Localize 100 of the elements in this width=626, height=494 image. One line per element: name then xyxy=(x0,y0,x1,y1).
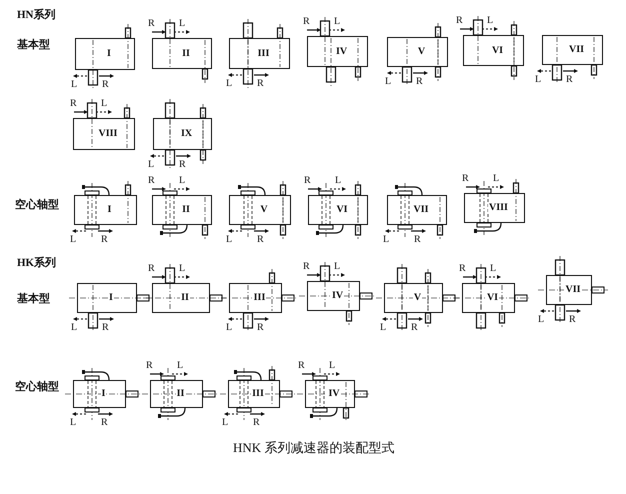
type-numeral: I xyxy=(108,293,114,303)
gearbox-housing xyxy=(307,36,368,67)
gearbox-housing xyxy=(229,283,282,313)
direction-letter: R xyxy=(569,315,576,325)
gearbox-housing xyxy=(463,35,524,66)
type-numeral: I xyxy=(106,49,112,59)
direction-letter: L xyxy=(487,16,494,26)
type-numeral: I xyxy=(106,205,112,215)
type-numeral: VII xyxy=(412,205,430,215)
direction-letter: R xyxy=(148,264,155,274)
direction-letter: L xyxy=(329,361,336,371)
direction-letter: R xyxy=(414,235,421,245)
type-numeral: II xyxy=(176,389,186,399)
direction-letter: R xyxy=(70,99,77,109)
gearbox-housing xyxy=(152,195,212,225)
direction-letter: L xyxy=(222,418,228,428)
type-numeral: V xyxy=(259,205,269,215)
direction-letter: L xyxy=(335,176,342,186)
type-numeral: II xyxy=(181,48,191,58)
gearbox-housing xyxy=(152,38,212,69)
type-numeral: II xyxy=(180,293,190,303)
gearbox-housing xyxy=(387,195,447,225)
type-numeral: V xyxy=(416,47,426,57)
direction-letter: R xyxy=(148,19,155,29)
direction-letter: R xyxy=(148,176,155,186)
direction-letter: L xyxy=(538,315,544,325)
type-numeral: VII xyxy=(564,285,582,295)
direction-letter: R xyxy=(303,17,310,27)
direction-letter: L xyxy=(148,160,154,170)
direction-letter: L xyxy=(493,174,500,184)
direction-letter: R xyxy=(462,174,469,184)
direction-letter: L xyxy=(101,99,108,109)
direction-letter: L xyxy=(380,323,386,333)
type-numeral: VI xyxy=(335,205,349,215)
type-numeral: VIII xyxy=(98,129,118,139)
direction-letter: R xyxy=(101,418,108,428)
type-numeral: IX xyxy=(180,129,194,139)
type-numeral: IV xyxy=(327,389,341,399)
direction-letter: R xyxy=(257,235,264,245)
direction-letter: R xyxy=(257,79,264,89)
gearbox-housing xyxy=(74,195,137,225)
gearbox-housing xyxy=(150,380,203,408)
direction-letter: L xyxy=(71,80,78,90)
direction-letter: L xyxy=(385,77,392,87)
gearbox-housing xyxy=(152,283,210,313)
gearbox-housing xyxy=(75,38,135,70)
direction-letter: R xyxy=(304,176,311,186)
type-numeral: IV xyxy=(330,291,344,301)
gearbox-housing xyxy=(305,380,355,408)
direction-letter: R xyxy=(566,75,573,85)
direction-letter: R xyxy=(102,323,109,333)
direction-letter: L xyxy=(535,75,542,85)
gearbox-housing xyxy=(307,281,360,311)
type-numeral: III xyxy=(252,293,266,303)
gearbox-housing xyxy=(308,195,368,225)
type-numeral: VI xyxy=(486,293,500,303)
direction-letter: R xyxy=(257,323,264,333)
section-heading: 基本型 xyxy=(17,40,50,51)
gearbox-housing xyxy=(153,118,212,150)
type-numeral: VIII xyxy=(488,203,509,213)
direction-letter: R xyxy=(459,264,466,274)
direction-letter: R xyxy=(411,323,418,333)
direction-letter: L xyxy=(383,235,390,245)
gearbox-housing xyxy=(462,283,515,313)
type-numeral: VII xyxy=(568,45,585,55)
direction-letter: L xyxy=(70,418,76,428)
direction-letter: L xyxy=(177,361,184,371)
direction-letter: L xyxy=(226,79,232,89)
gearbox-housing xyxy=(542,35,603,65)
gearbox-housing xyxy=(229,195,291,225)
gearbox-housing xyxy=(464,193,525,223)
type-numeral: VI xyxy=(490,46,504,56)
direction-letter: L xyxy=(70,235,76,245)
type-numeral: IV xyxy=(334,46,348,56)
section-heading: 空心轴型 xyxy=(15,382,59,393)
type-numeral: V xyxy=(412,293,422,303)
section-heading: HN系列 xyxy=(17,10,56,21)
direction-letter: R xyxy=(253,418,260,428)
section-heading: 基本型 xyxy=(17,294,50,305)
direction-letter: L xyxy=(226,235,232,245)
gearbox-housing xyxy=(228,380,280,408)
direction-letter: R xyxy=(102,80,109,90)
direction-letter: L xyxy=(334,17,340,27)
gearbox-housing xyxy=(229,38,290,69)
direction-letter: L xyxy=(334,262,340,272)
direction-letter: R xyxy=(146,361,153,371)
section-heading: 空心轴型 xyxy=(15,200,59,211)
direction-letter: L xyxy=(71,323,78,333)
type-numeral: II xyxy=(181,205,191,215)
direction-letter: R xyxy=(298,361,305,371)
direction-letter: L xyxy=(226,323,232,333)
section-heading: HK系列 xyxy=(17,258,56,269)
gearbox-housing xyxy=(73,380,126,408)
gearbox-housing xyxy=(384,283,443,313)
direction-letter: R xyxy=(303,262,310,272)
type-numeral: I xyxy=(100,389,106,399)
type-numeral: III xyxy=(256,48,270,58)
caption: HNK 系列减速器的装配型式 xyxy=(233,439,394,457)
gearbox-housing xyxy=(546,275,592,305)
direction-letter: L xyxy=(179,264,186,274)
